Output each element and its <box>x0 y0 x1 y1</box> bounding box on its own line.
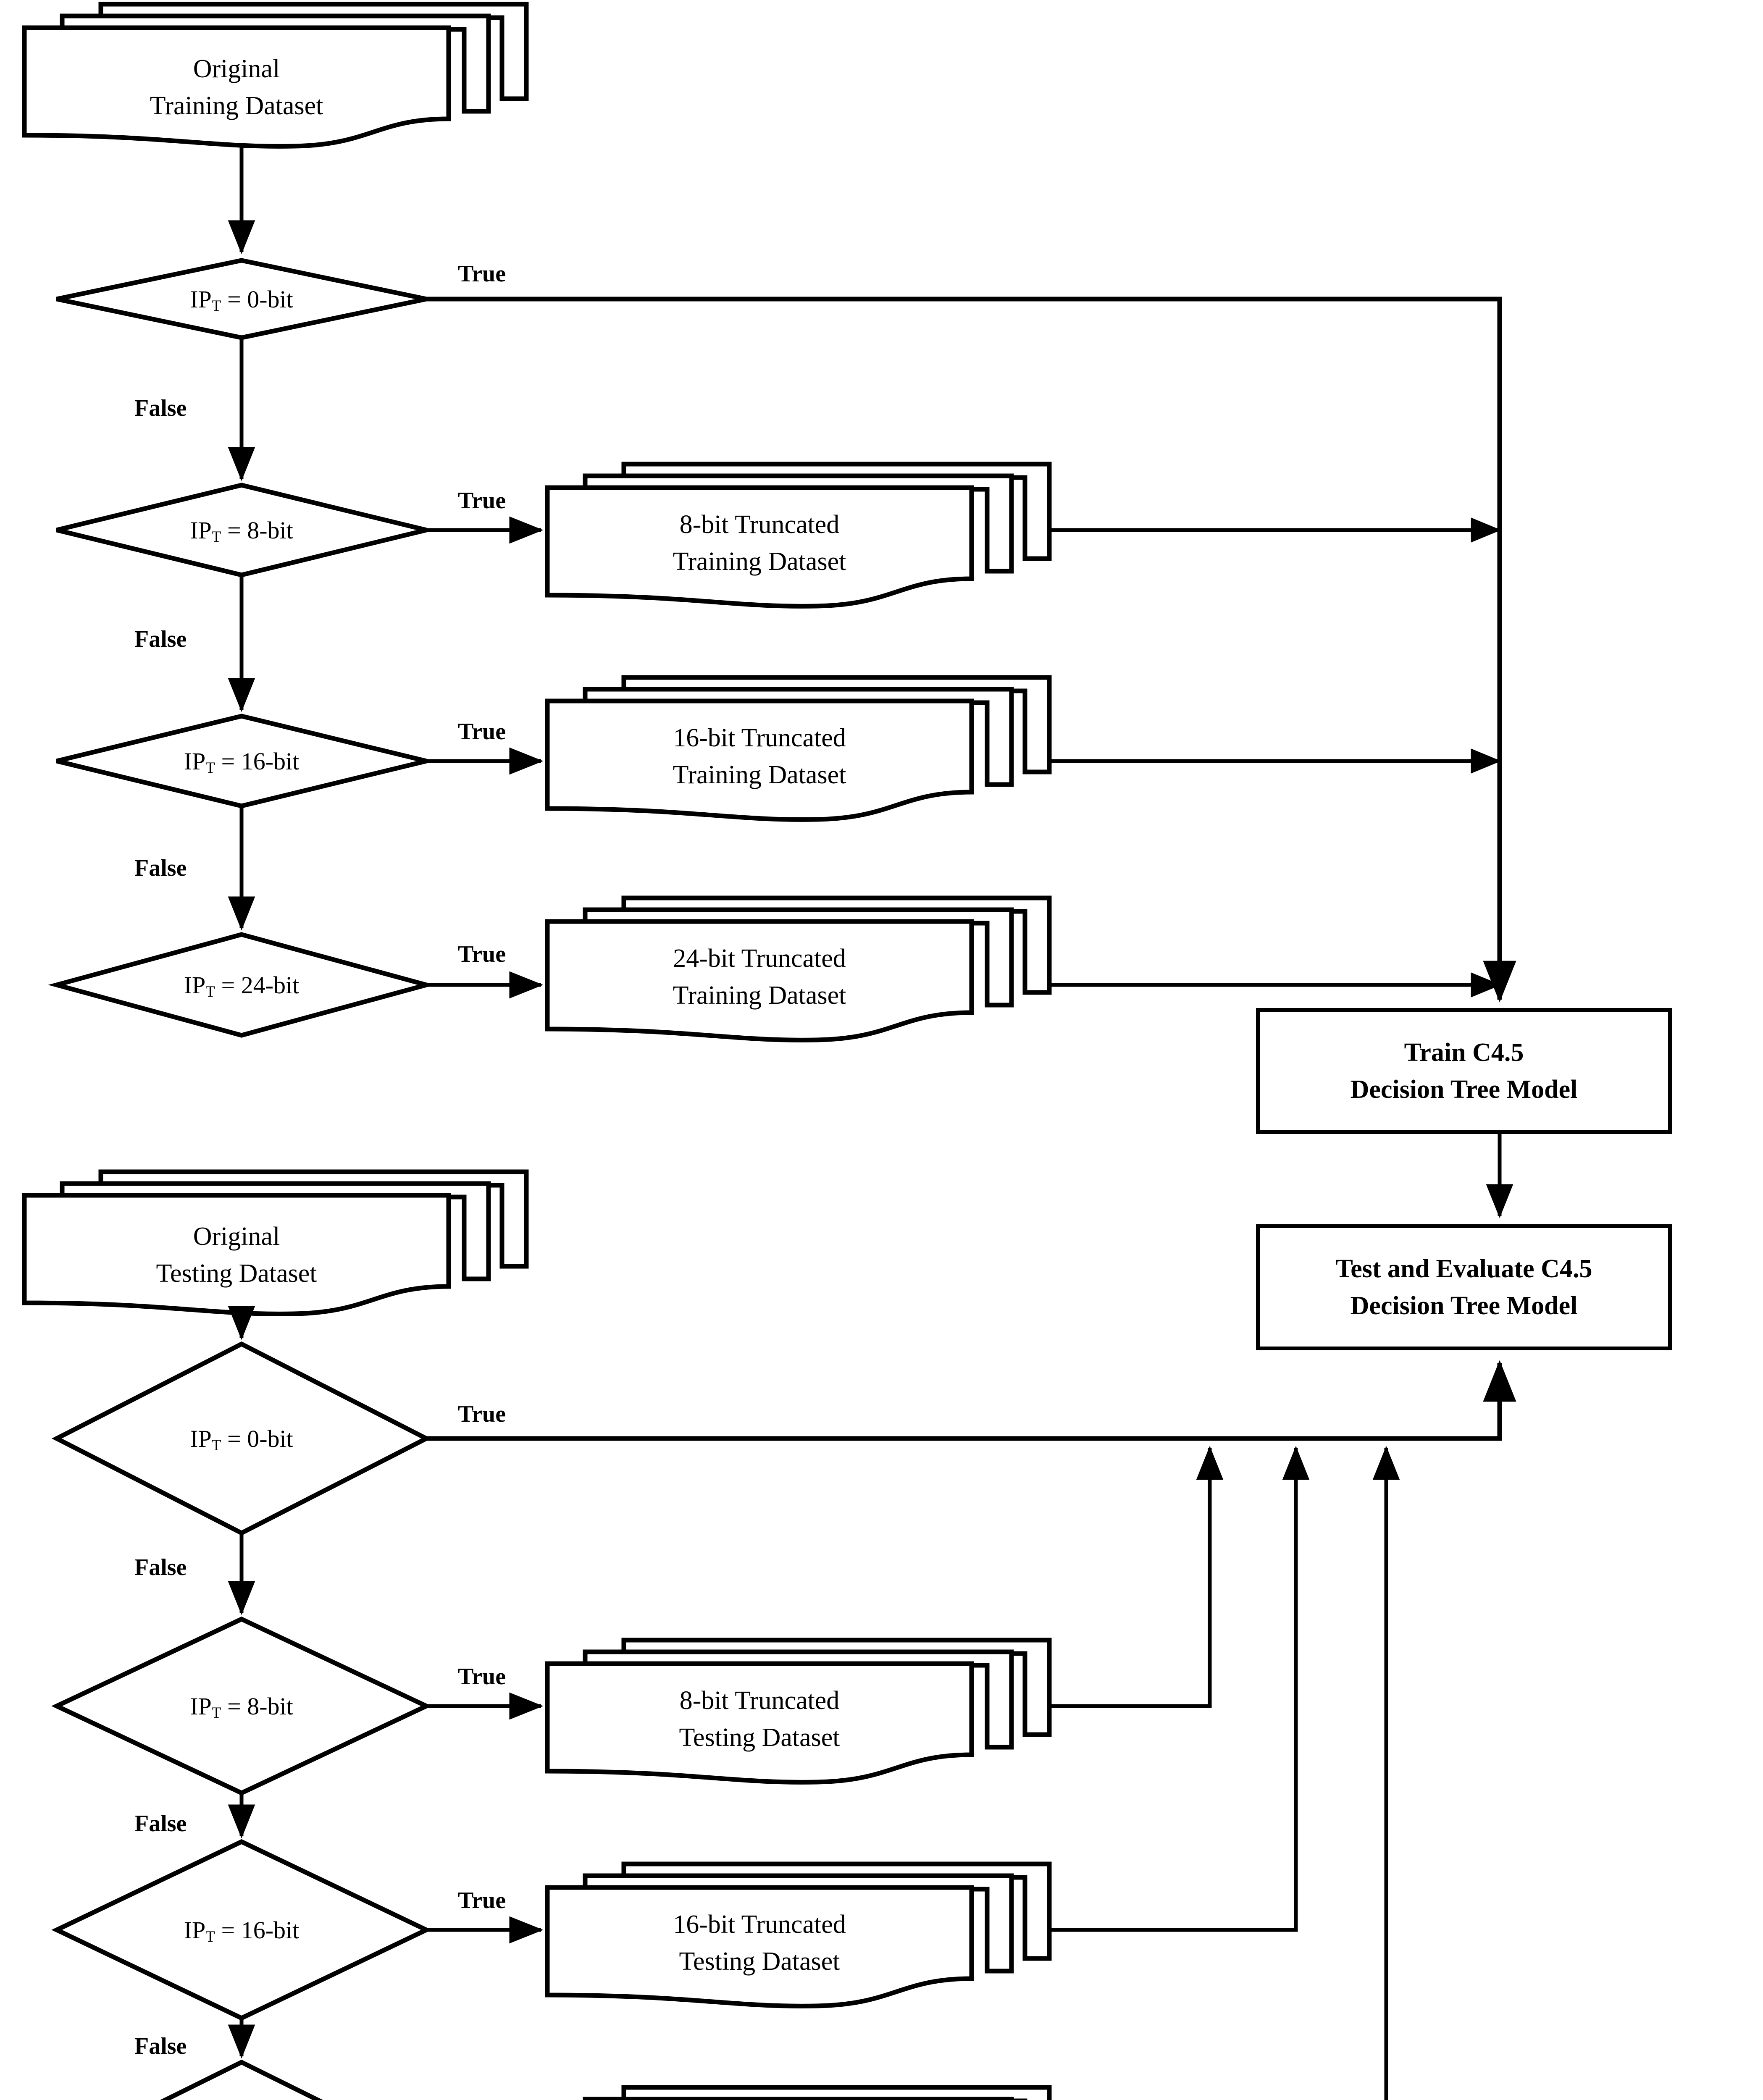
doc-label-16bit-testing[interactable]: 16-bit Truncated Testing Dataset <box>547 1906 972 1980</box>
decision-train-8bit[interactable]: IPT = 8-bit <box>57 516 426 546</box>
decision-test-8bit[interactable]: IPT = 8-bit <box>57 1692 426 1722</box>
doc-8bit-training-line1: 8-bit Truncated <box>679 510 840 539</box>
decision-train-0bit[interactable]: IPT = 0-bit <box>57 285 426 315</box>
doc-16bit-training-line1: 16-bit Truncated <box>673 724 846 752</box>
decision-train-0bit-rest: = 0-bit <box>227 285 293 313</box>
doc-8bit-testing-line2: Testing Dataset <box>679 1723 840 1752</box>
edge-label-false-test-16bit: False <box>134 2033 187 2059</box>
decision-train-24bit-prefix: IP <box>184 971 206 999</box>
edge-label-true-train-8bit: True <box>458 488 506 514</box>
decision-test-16bit-prefix: IP <box>184 1916 206 1944</box>
doc-label-original-testing[interactable]: Original Testing Dataset <box>24 1218 449 1292</box>
decision-test-0bit-prefix: IP <box>190 1425 212 1452</box>
doc-stack-original-testing <box>22 1169 529 1316</box>
edge-label-true-train-0bit: True <box>458 261 506 287</box>
process-train-line2: Decision Tree Model <box>1350 1075 1578 1104</box>
decision-test-0bit-sub: T <box>211 1436 221 1454</box>
edge-test-ds16-to-bus <box>1049 1446 1310 1932</box>
edge-label-true-train-24bit: True <box>458 941 506 967</box>
edge-test-ds24-to-bus <box>1372 1446 1400 2100</box>
doc-stack-8bit-testing <box>545 1638 1052 1785</box>
edge-label-true-train-16bit: True <box>458 719 506 745</box>
doc-stack-16bit-training <box>545 675 1052 822</box>
doc-stack-16bit-testing <box>545 1861 1052 2008</box>
edge-label-true-test-16bit: True <box>458 1887 506 1914</box>
decision-train-16bit[interactable]: IPT = 16-bit <box>57 747 426 777</box>
process-test-evaluate-model[interactable]: Test and Evaluate C4.5 Decision Tree Mod… <box>1256 1224 1672 1350</box>
doc-original-testing-line1: Original <box>193 1222 280 1251</box>
edge-label-true-test-0bit: True <box>458 1401 506 1427</box>
decision-train-0bit-prefix: IP <box>190 285 212 313</box>
process-test-line1: Test and Evaluate C4.5 <box>1335 1254 1592 1283</box>
decision-test-16bit-rest: = 16-bit <box>221 1916 300 1944</box>
doc-24bit-training-line2: Training Dataset <box>673 981 846 1010</box>
doc-16bit-testing-line1: 16-bit Truncated <box>673 1910 846 1939</box>
decision-train-16bit-prefix: IP <box>184 747 206 775</box>
decision-test-8bit-prefix: IP <box>190 1692 212 1720</box>
doc-stack-original-training <box>22 2 529 149</box>
decision-test-0bit[interactable]: IPT = 0-bit <box>57 1425 426 1454</box>
decision-train-16bit-sub: T <box>205 759 215 777</box>
doc-24bit-training-line1: 24-bit Truncated <box>673 944 846 973</box>
doc-original-training-line2: Training Dataset <box>150 92 323 121</box>
edge-label-false-train-16bit: False <box>134 855 187 881</box>
decision-train-16bit-rest: = 16-bit <box>221 747 300 775</box>
doc-8bit-training-line2: Training Dataset <box>673 547 846 576</box>
edge-test-ds8-to-bus <box>1049 1446 1224 1708</box>
process-train-line1: Train C4.5 <box>1404 1038 1524 1067</box>
process-test-line2: Decision Tree Model <box>1350 1292 1578 1320</box>
doc-label-24bit-training[interactable]: 24-bit Truncated Training Dataset <box>547 940 972 1014</box>
doc-label-16bit-training[interactable]: 16-bit Truncated Training Dataset <box>547 719 972 793</box>
edge-label-true-test-8bit: True <box>458 1664 506 1690</box>
doc-original-testing-line2: Testing Dataset <box>156 1259 317 1288</box>
decision-train-0bit-sub: T <box>211 297 221 315</box>
decision-test-0bit-rest: = 0-bit <box>227 1425 293 1452</box>
decision-train-24bit-rest: = 24-bit <box>221 971 300 999</box>
decision-test-16bit[interactable]: IPT = 16-bit <box>57 1916 426 1945</box>
edge-label-false-train-8bit: False <box>134 626 187 652</box>
decision-train-24bit[interactable]: IPT = 24-bit <box>57 971 426 1000</box>
doc-stack-8bit-training <box>545 462 1052 609</box>
decision-train-8bit-prefix: IP <box>190 516 212 544</box>
decision-test-8bit-rest: = 8-bit <box>227 1692 293 1720</box>
edge-test-d0-true-route <box>426 1360 1516 1441</box>
decision-shape-test-24 <box>160 2059 323 2100</box>
doc-16bit-testing-line2: Testing Dataset <box>679 1947 840 1976</box>
doc-label-8bit-training[interactable]: 8-bit Truncated Training Dataset <box>547 506 972 580</box>
decision-shape-train-24 <box>48 932 435 1038</box>
decision-train-8bit-sub: T <box>211 528 221 546</box>
decision-train-8bit-rest: = 8-bit <box>227 516 293 544</box>
doc-8bit-testing-line1: 8-bit Truncated <box>679 1686 840 1715</box>
edge-label-false-test-8bit: False <box>134 1811 187 1837</box>
edge-train-d0-true-route <box>426 297 1516 1003</box>
process-train-model[interactable]: Train C4.5 Decision Tree Model <box>1256 1008 1672 1134</box>
decision-train-24bit-sub: T <box>205 983 215 1000</box>
doc-stack-24bit-testing <box>583 2085 1052 2100</box>
doc-stack-24bit-training <box>545 895 1052 1042</box>
doc-label-original-training[interactable]: Original Training Dataset <box>24 50 449 124</box>
edge-label-false-train-0bit: False <box>134 395 187 421</box>
doc-original-training-line1: Original <box>193 55 280 83</box>
edge-label-false-test-0bit: False <box>134 1554 187 1580</box>
doc-label-8bit-testing[interactable]: 8-bit Truncated Testing Dataset <box>547 1682 972 1756</box>
decision-test-8bit-sub: T <box>211 1704 221 1722</box>
decision-test-16bit-sub: T <box>205 1928 215 1945</box>
doc-16bit-training-line2: Training Dataset <box>673 761 846 790</box>
